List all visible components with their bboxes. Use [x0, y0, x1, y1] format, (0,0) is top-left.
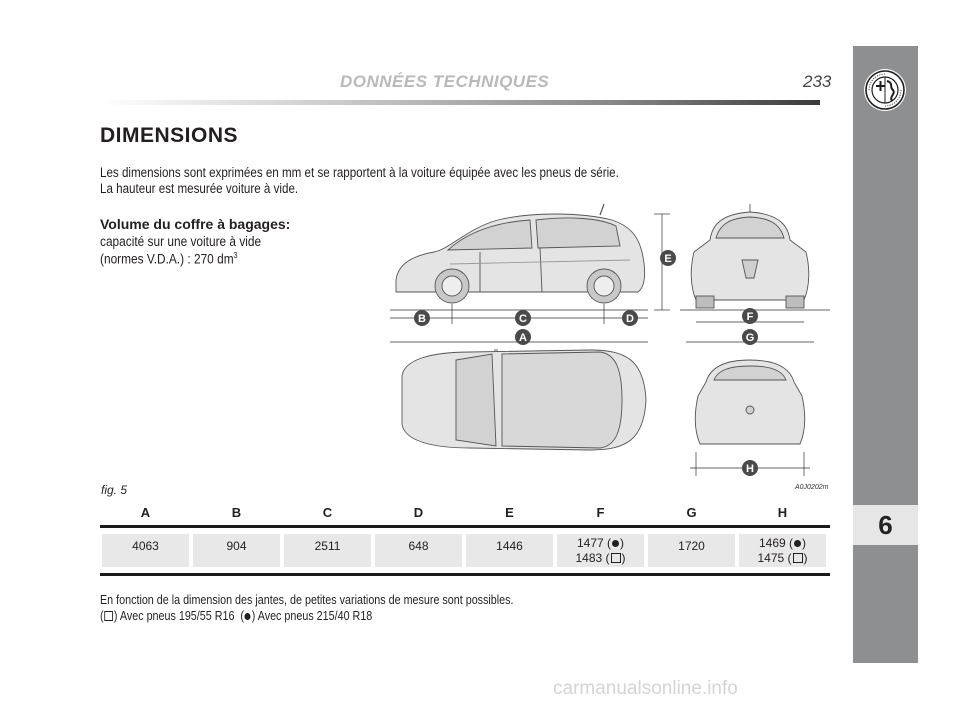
dimension-markers: B C D A E F G H — [414, 250, 758, 476]
svg-text:D: D — [626, 313, 634, 325]
note-line-2: () Avec pneus 195/55 R16 () Avec pneus 2… — [100, 609, 373, 623]
cell-d-value: 648 — [408, 539, 429, 553]
cell-e-value: 1446 — [496, 539, 523, 553]
cell-g-value: 1720 — [678, 539, 705, 553]
table-cell-b: 904 — [193, 534, 280, 567]
table-cell-h: 1469 () 1475 () — [739, 534, 826, 567]
col-header-f: F — [596, 505, 605, 520]
page-number: 233 — [803, 72, 832, 91]
col-header-b: B — [231, 505, 242, 520]
trunk-volume-heading: Volume du coffre à bagages: — [100, 216, 291, 232]
car-front-view — [690, 204, 810, 309]
trunk-volume-line-2: (normes V.D.A.) : 270 dm3 — [100, 251, 238, 267]
table-cell-d: 648 — [375, 534, 462, 567]
cell-c-value: 2511 — [314, 539, 341, 553]
svg-text:B: B — [418, 313, 426, 325]
note-16in-tyres: Avec pneus 195/55 R16 — [119, 609, 235, 623]
table-cell-c: 2511 — [284, 534, 371, 567]
car-top-view — [401, 349, 647, 451]
dot-marker-icon — [244, 613, 251, 620]
marker-e: E — [660, 250, 676, 266]
dot-marker-icon — [612, 540, 620, 547]
figure-label: fig. 5 — [101, 483, 128, 497]
table-bottom-rule — [100, 573, 830, 576]
table-cell-e: 1446 — [466, 534, 553, 567]
cell-h-value-18in: 1469 ( — [758, 536, 794, 550]
marker-d: D — [622, 310, 638, 326]
square-marker-icon — [792, 553, 803, 563]
square-marker-icon — [610, 553, 621, 563]
trunk-volume-value: (normes V.D.A.) : 270 dm — [100, 251, 234, 267]
header-rule — [100, 100, 820, 105]
header-title: DONNÉES TECHNIQUES — [340, 72, 550, 91]
svg-text:G: G — [746, 332, 755, 344]
car-side-view — [395, 203, 646, 304]
car-rear-view — [694, 359, 806, 445]
cell-h-value-16in: 1475 ( — [757, 551, 792, 565]
svg-text:H: H — [746, 463, 754, 475]
col-header-h: H — [777, 505, 788, 520]
intro-line-2: La hauteur est mesurée voiture à vide. — [100, 181, 299, 196]
vehicle-dimensions-diagram: B C D A E F G H — [390, 203, 830, 476]
figure-code: A0J0202m — [795, 484, 829, 491]
cell-a-value: 4063 — [132, 539, 159, 553]
watermark: carmanualsonline.info — [553, 678, 738, 699]
intro-line-1: Les dimensions sont exprimées en mm et s… — [100, 165, 619, 180]
table-top-rule — [100, 525, 830, 528]
square-marker-icon — [104, 611, 114, 621]
trunk-volume-line-1: capacité sur une voiture à vide — [100, 234, 262, 249]
col-header-a: A — [140, 505, 151, 520]
marker-c: C — [515, 310, 531, 326]
table-cell-a: 4063 — [102, 534, 189, 567]
marker-g: G — [742, 329, 758, 345]
chapter-sidebar — [853, 46, 918, 663]
col-header-e: E — [505, 505, 514, 520]
marker-a: A — [515, 329, 531, 345]
marker-f: F — [742, 308, 758, 324]
marker-h: H — [742, 460, 758, 476]
svg-text:E: E — [664, 253, 671, 265]
svg-text:F: F — [747, 311, 754, 323]
col-header-c: C — [322, 505, 333, 520]
svg-text:A: A — [519, 332, 527, 344]
cell-b-value: 904 — [226, 539, 247, 553]
table-cell-f: 1477 () 1483 () — [557, 534, 644, 567]
table-cell-g: 1720 — [648, 534, 735, 567]
svg-text:C: C — [519, 313, 527, 325]
dot-marker-icon — [794, 540, 802, 547]
section-heading: DIMENSIONS — [100, 124, 239, 147]
note-18in-tyres: Avec pneus 215/40 R18 — [257, 609, 373, 623]
trunk-volume-exponent: 3 — [233, 251, 238, 260]
chapter-tab[interactable]: 6 — [853, 505, 918, 545]
cell-f-value-18in: 1477 ( — [576, 536, 612, 550]
brand-logo-icon — [864, 69, 906, 111]
col-header-g: G — [686, 505, 697, 520]
col-header-d: D — [413, 505, 424, 520]
note-line-1: En fonction de la dimension des jantes, … — [100, 593, 514, 607]
marker-b: B — [414, 310, 430, 326]
cell-f-value-16in: 1483 ( — [575, 551, 610, 565]
